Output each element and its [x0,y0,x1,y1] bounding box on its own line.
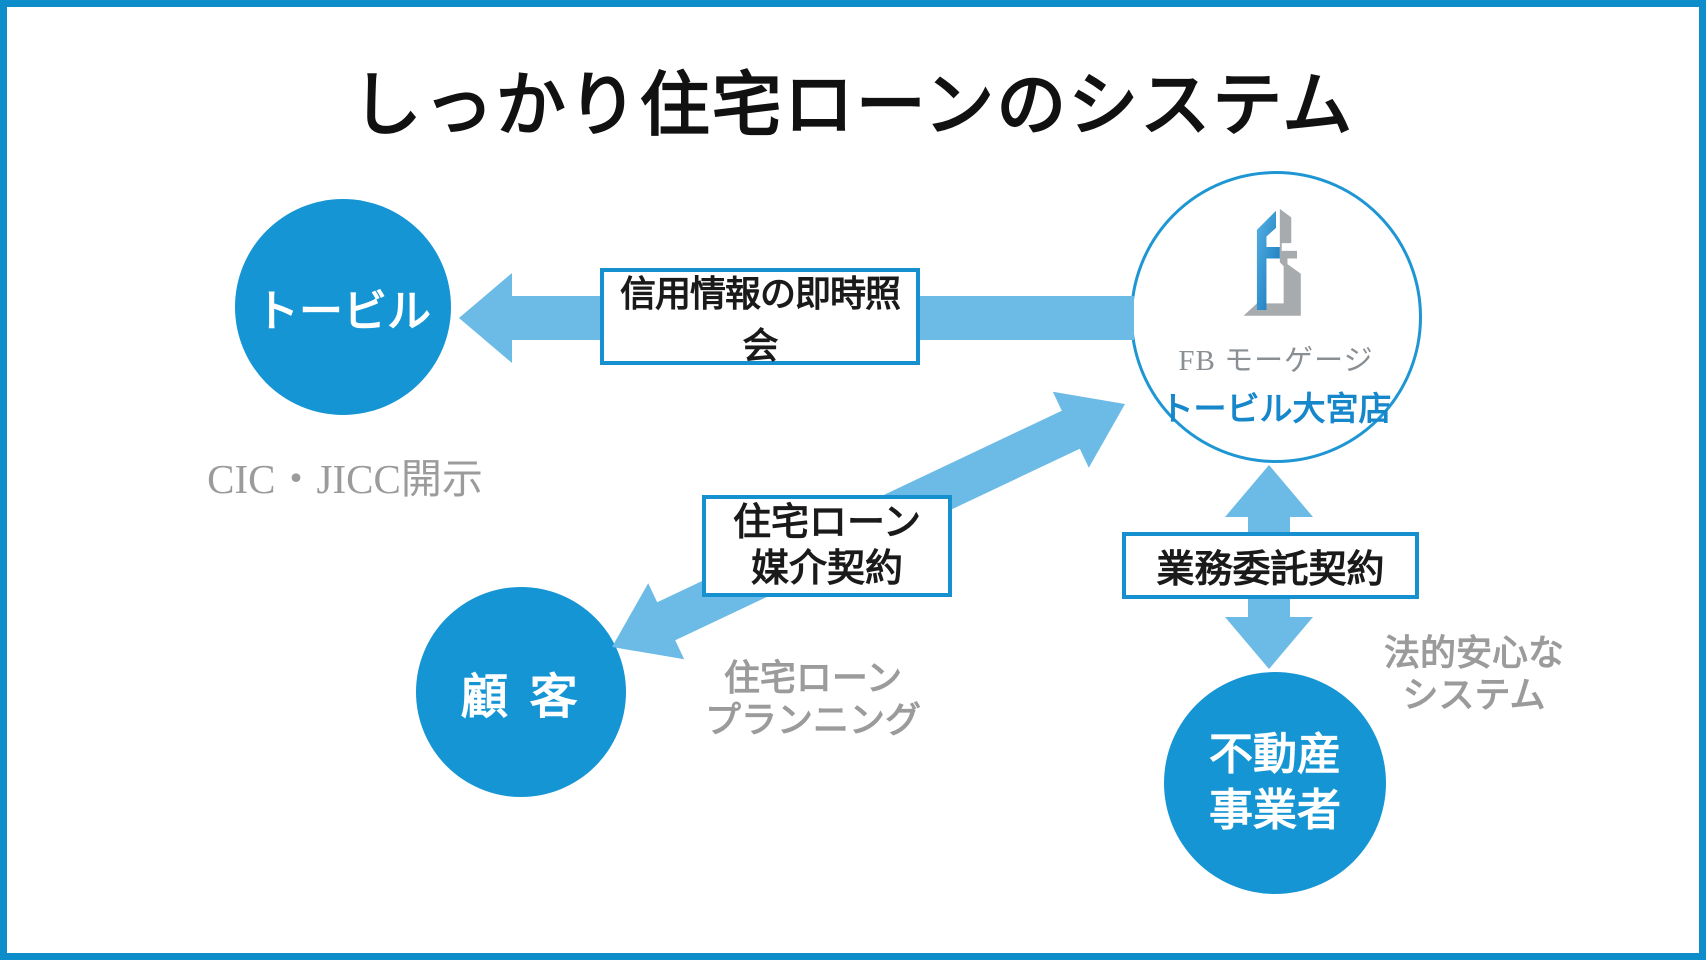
logo-base [1243,302,1301,316]
outsourcing-label: 業務委託契約 [1156,549,1385,591]
node-customer: 顧 客 [416,587,626,797]
node-real-estate-line1: 不動産 [1209,729,1341,779]
loan-planning-line2: プランニング [704,699,922,741]
node-fb-mortgage: FB モーゲージ トービル大宮店 [1130,171,1422,463]
legal-system-line2: システム [1402,674,1546,716]
outsourcing-label-box: 業務委託契約 [1122,532,1419,599]
fb-company-label: FB モーゲージ [1178,344,1374,377]
page-title: しっかり住宅ローンのシステム [351,66,1355,144]
legal-system-line1: 法的安心な [1383,632,1565,673]
loan-brokerage-label-box: 住宅ローン 媒介契約 [702,495,952,597]
credit-check-label: 信用情報の即時照会 [619,272,901,366]
node-real-estate-line2: 事業者 [1209,786,1341,835]
fb-store-label: トービル大宮店 [1160,389,1392,427]
node-tobiru-label: トービル [255,287,431,336]
credit-check-label-box: 信用情報の即時照会 [600,268,920,366]
loan-planning-line1: 住宅ローン [723,657,903,698]
loan-planning-note: 住宅ローン プランニング [705,657,921,742]
node-real-estate: 不動産 事業者 [1164,672,1386,894]
logo-blue-tower [1256,210,1280,310]
fb-building-logo-icon [1243,208,1301,316]
node-tobiru: トービル [235,199,451,415]
loan-brokerage-line2: 媒介契約 [750,548,903,590]
cic-jicc-note: CIC・JICC開示 [207,456,483,502]
node-customer-label: 顧 客 [460,671,582,724]
logo-gray-tower [1279,208,1301,304]
loan-brokerage-line1: 住宅ローン [732,501,922,544]
legal-system-note: 法的安心な システム [1384,632,1564,717]
